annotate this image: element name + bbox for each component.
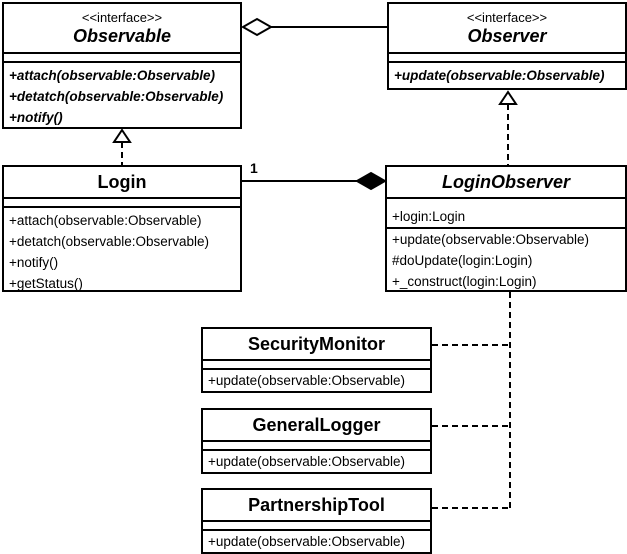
realization-arrow-observer <box>498 90 518 105</box>
class-name: GeneralLogger <box>252 415 381 435</box>
class-name: SecurityMonitor <box>247 334 385 354</box>
operations-compartment: +update(observable:Observable) <box>203 529 430 552</box>
attributes-compartment <box>4 52 240 61</box>
attributes-compartment <box>4 197 240 206</box>
stereotype-label: <<interface>> <box>466 10 548 25</box>
class-partnership-tool-header: PartnershipTool <box>203 490 430 520</box>
operation: +_construct(login:Login) <box>392 274 537 289</box>
class-name: Login <box>97 172 147 192</box>
operation: +notify() <box>9 110 63 125</box>
operations-compartment: +update(observable:Observable) #doUpdate… <box>387 227 625 292</box>
class-general-logger[interactable]: GeneralLogger +update(observable:Observa… <box>201 408 432 474</box>
class-login[interactable]: Login +attach(observable:Observable) +de… <box>2 165 242 292</box>
compartment-gap <box>387 197 625 206</box>
class-partnership-tool[interactable]: PartnershipTool +update(observable:Obser… <box>201 488 432 554</box>
class-general-logger-header: GeneralLogger <box>203 410 430 440</box>
class-observer-header: <<interface>> Observer <box>389 4 625 52</box>
class-name: PartnershipTool <box>248 495 385 515</box>
operations-compartment: +attach(observable:Observable) +detatch(… <box>4 206 240 294</box>
stereotype-label: <<interface>> <box>81 10 163 25</box>
class-observable[interactable]: <<interface>> Observable +attach(observa… <box>2 2 242 129</box>
operation: +detatch(observable:Observable) <box>9 89 224 104</box>
composition-multiplicity: 1 <box>250 160 258 176</box>
attributes-compartment <box>203 440 430 449</box>
attributes-compartment <box>389 52 625 61</box>
operation: +getStatus() <box>9 276 83 291</box>
composition-diamond <box>354 171 388 191</box>
operation: +update(observable:Observable) <box>392 232 589 247</box>
class-security-monitor[interactable]: SecurityMonitor +update(observable:Obser… <box>201 327 432 393</box>
generalization-arrow-observable <box>112 128 132 143</box>
class-name: Observable <box>72 26 172 46</box>
class-observer[interactable]: <<interface>> Observer +update(observabl… <box>387 2 627 90</box>
operations-compartment: +update(observable:Observable) <box>203 449 430 472</box>
operation: +detatch(observable:Observable) <box>9 234 209 249</box>
operation: #doUpdate(login:Login) <box>392 253 533 268</box>
operation: +notify() <box>9 255 59 270</box>
operation: +attach(observable:Observable) <box>9 68 215 83</box>
class-login-header: Login <box>4 167 240 197</box>
attributes-compartment: +login:Login <box>387 206 625 227</box>
attributes-compartment <box>203 520 430 529</box>
attributes-compartment <box>203 359 430 368</box>
class-login-observer[interactable]: LoginObserver +login:Login +update(obser… <box>385 165 627 292</box>
operations-compartment: +update(observable:Observable) <box>389 61 625 86</box>
class-login-observer-header: LoginObserver <box>387 167 625 197</box>
operation: +update(observable:Observable) <box>208 373 405 388</box>
attribute: +login:Login <box>392 209 466 224</box>
operations-compartment: +update(observable:Observable) <box>203 368 430 391</box>
operation: +update(observable:Observable) <box>208 534 405 549</box>
aggregation-diamond <box>240 17 274 37</box>
class-observable-header: <<interface>> Observable <box>4 4 240 52</box>
operations-compartment: +attach(observable:Observable) +detatch(… <box>4 61 240 128</box>
class-name: Observer <box>467 26 547 46</box>
class-security-monitor-header: SecurityMonitor <box>203 329 430 359</box>
operation: +update(observable:Observable) <box>208 454 405 469</box>
operation: +update(observable:Observable) <box>394 68 605 83</box>
class-name: LoginObserver <box>441 172 571 192</box>
operation: +attach(observable:Observable) <box>9 213 202 228</box>
